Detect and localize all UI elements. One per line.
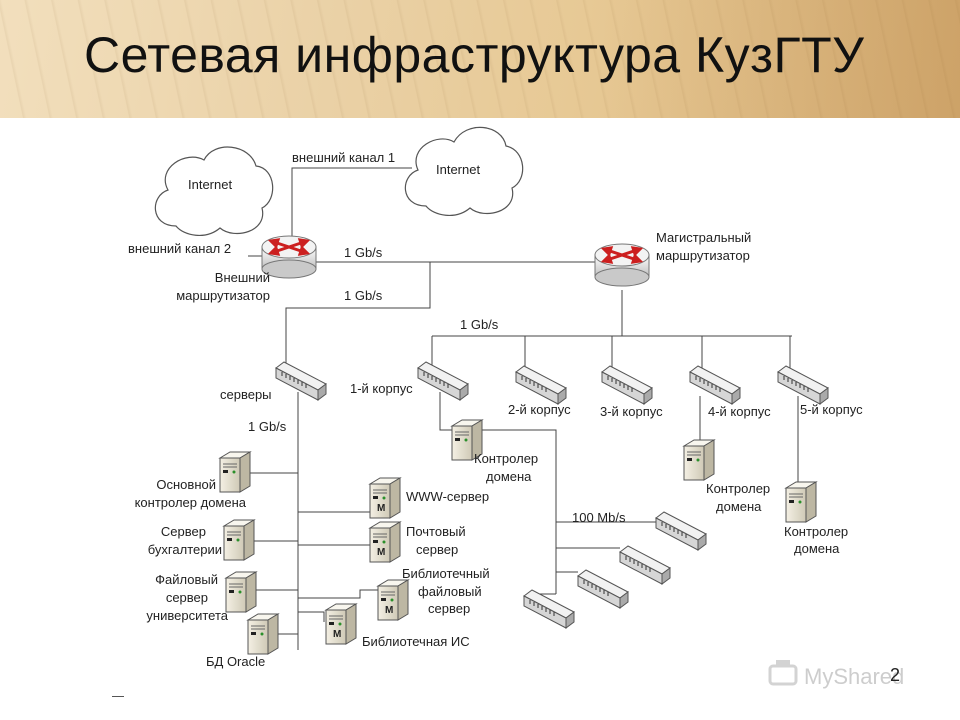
label-gb-servers: 1 Gb/s xyxy=(248,419,287,434)
server-file-icon xyxy=(225,571,257,613)
server-libis-icon xyxy=(326,604,356,644)
label-accounting-1: Сервер xyxy=(161,524,206,539)
label-main-dc-2: контролер домена xyxy=(135,495,247,510)
watermark-text: MyShared xyxy=(804,664,904,689)
server-dc5-icon xyxy=(785,481,817,523)
label-switch-b4: 4-й корпус xyxy=(708,404,771,419)
server-libfile-icon xyxy=(378,580,408,620)
switch-floor3-icon xyxy=(577,569,629,609)
label-dc4-2: домена xyxy=(716,499,762,514)
connections xyxy=(244,167,799,650)
switch-b2-icon xyxy=(515,365,567,405)
switch-servers-icon xyxy=(275,361,327,401)
label-core-router-2: маршрутизатор xyxy=(656,248,750,263)
page-number: 2 xyxy=(890,665,900,685)
label-dc5-2: домена xyxy=(794,541,840,556)
switch-b3-icon xyxy=(601,365,653,405)
label-ext1: внешний канал 1 xyxy=(292,150,395,165)
label-switch-b5: 5-й корпус xyxy=(800,402,863,417)
label-ext2: внешний канал 2 xyxy=(128,241,231,256)
b1-distribution xyxy=(460,429,557,594)
slide-dash xyxy=(112,696,124,697)
cloud-right-label: Internet xyxy=(436,162,480,177)
banner-shade xyxy=(600,0,960,118)
switch-b4-icon xyxy=(689,365,741,405)
switch-b1-icon xyxy=(417,361,469,401)
server-dc4-icon xyxy=(683,439,715,481)
label-file-2: сервер xyxy=(166,590,208,605)
label-switch-b3: 3-й корпус xyxy=(600,404,663,419)
label-switch-b1: 1-й корпус xyxy=(350,381,413,396)
label-oracle: БД Oracle xyxy=(206,654,265,669)
label-dc1-2: домена xyxy=(486,469,532,484)
title-banner: Сетевая инфраструктура КузГТУ xyxy=(0,0,960,118)
watermark-logo-icon xyxy=(768,660,798,686)
external-router-icon xyxy=(260,234,318,280)
cloud-left: Internet xyxy=(154,146,274,236)
label-dc5-1: Контролер xyxy=(784,524,848,539)
server-main-dc-icon xyxy=(219,451,251,493)
label-gb-mid: 1 Gb/s xyxy=(344,288,383,303)
label-external-router-2: маршрутизатор xyxy=(176,288,270,303)
switch-floor2-icon xyxy=(619,545,671,585)
label-accounting-2: бухгалтерии xyxy=(148,542,222,557)
label-libfile-3: сервер xyxy=(428,601,470,616)
server-www-icon xyxy=(370,478,400,518)
label-libis: Библиотечная ИС xyxy=(362,634,470,649)
watermark: MyShared xyxy=(768,660,904,689)
link-libis xyxy=(298,611,325,622)
switch-b5-icon xyxy=(777,365,829,405)
banner-texture xyxy=(0,0,960,118)
cloud-right: Internet xyxy=(404,126,524,216)
label-core-router-1: Магистральный xyxy=(656,230,751,245)
label-libfile-1: Библиотечный xyxy=(402,566,490,581)
server-accounting-icon xyxy=(223,519,255,561)
label-mail-2: сервер xyxy=(416,542,458,557)
label-file-1: Файловый xyxy=(155,572,218,587)
label-mail-1: Почтовый xyxy=(406,524,466,539)
switch-floor4-icon xyxy=(523,589,575,629)
label-switch-b2: 2-й корпус xyxy=(508,402,571,417)
label-external-router-1: Внешний xyxy=(215,270,270,285)
label-gb-top: 1 Gb/s xyxy=(344,245,383,260)
server-mail-icon xyxy=(370,522,400,562)
link-external-1 xyxy=(291,167,412,238)
server-oracle-icon xyxy=(247,613,279,655)
label-main-dc-1: Основной xyxy=(156,477,216,492)
label-dc1-1: Контролер xyxy=(474,451,538,466)
label-dc4-1: Контролер xyxy=(706,481,770,496)
link-libfile xyxy=(298,589,378,599)
label-www: WWW-сервер xyxy=(406,489,489,504)
link-router-servers xyxy=(285,262,431,366)
cloud-left-label: Internet xyxy=(188,177,232,192)
page-title: Сетевая инфраструктура КузГТУ xyxy=(84,27,865,83)
label-100mb: 100 Mb/s xyxy=(572,510,626,525)
core-router-icon xyxy=(593,242,651,288)
switch-floor1-icon xyxy=(655,511,707,551)
label-libfile-2: файловый xyxy=(418,584,482,599)
label-file-3: университета xyxy=(146,608,228,623)
label-gb-bus: 1 Gb/s xyxy=(460,317,499,332)
label-switch-servers: серверы xyxy=(220,387,272,402)
